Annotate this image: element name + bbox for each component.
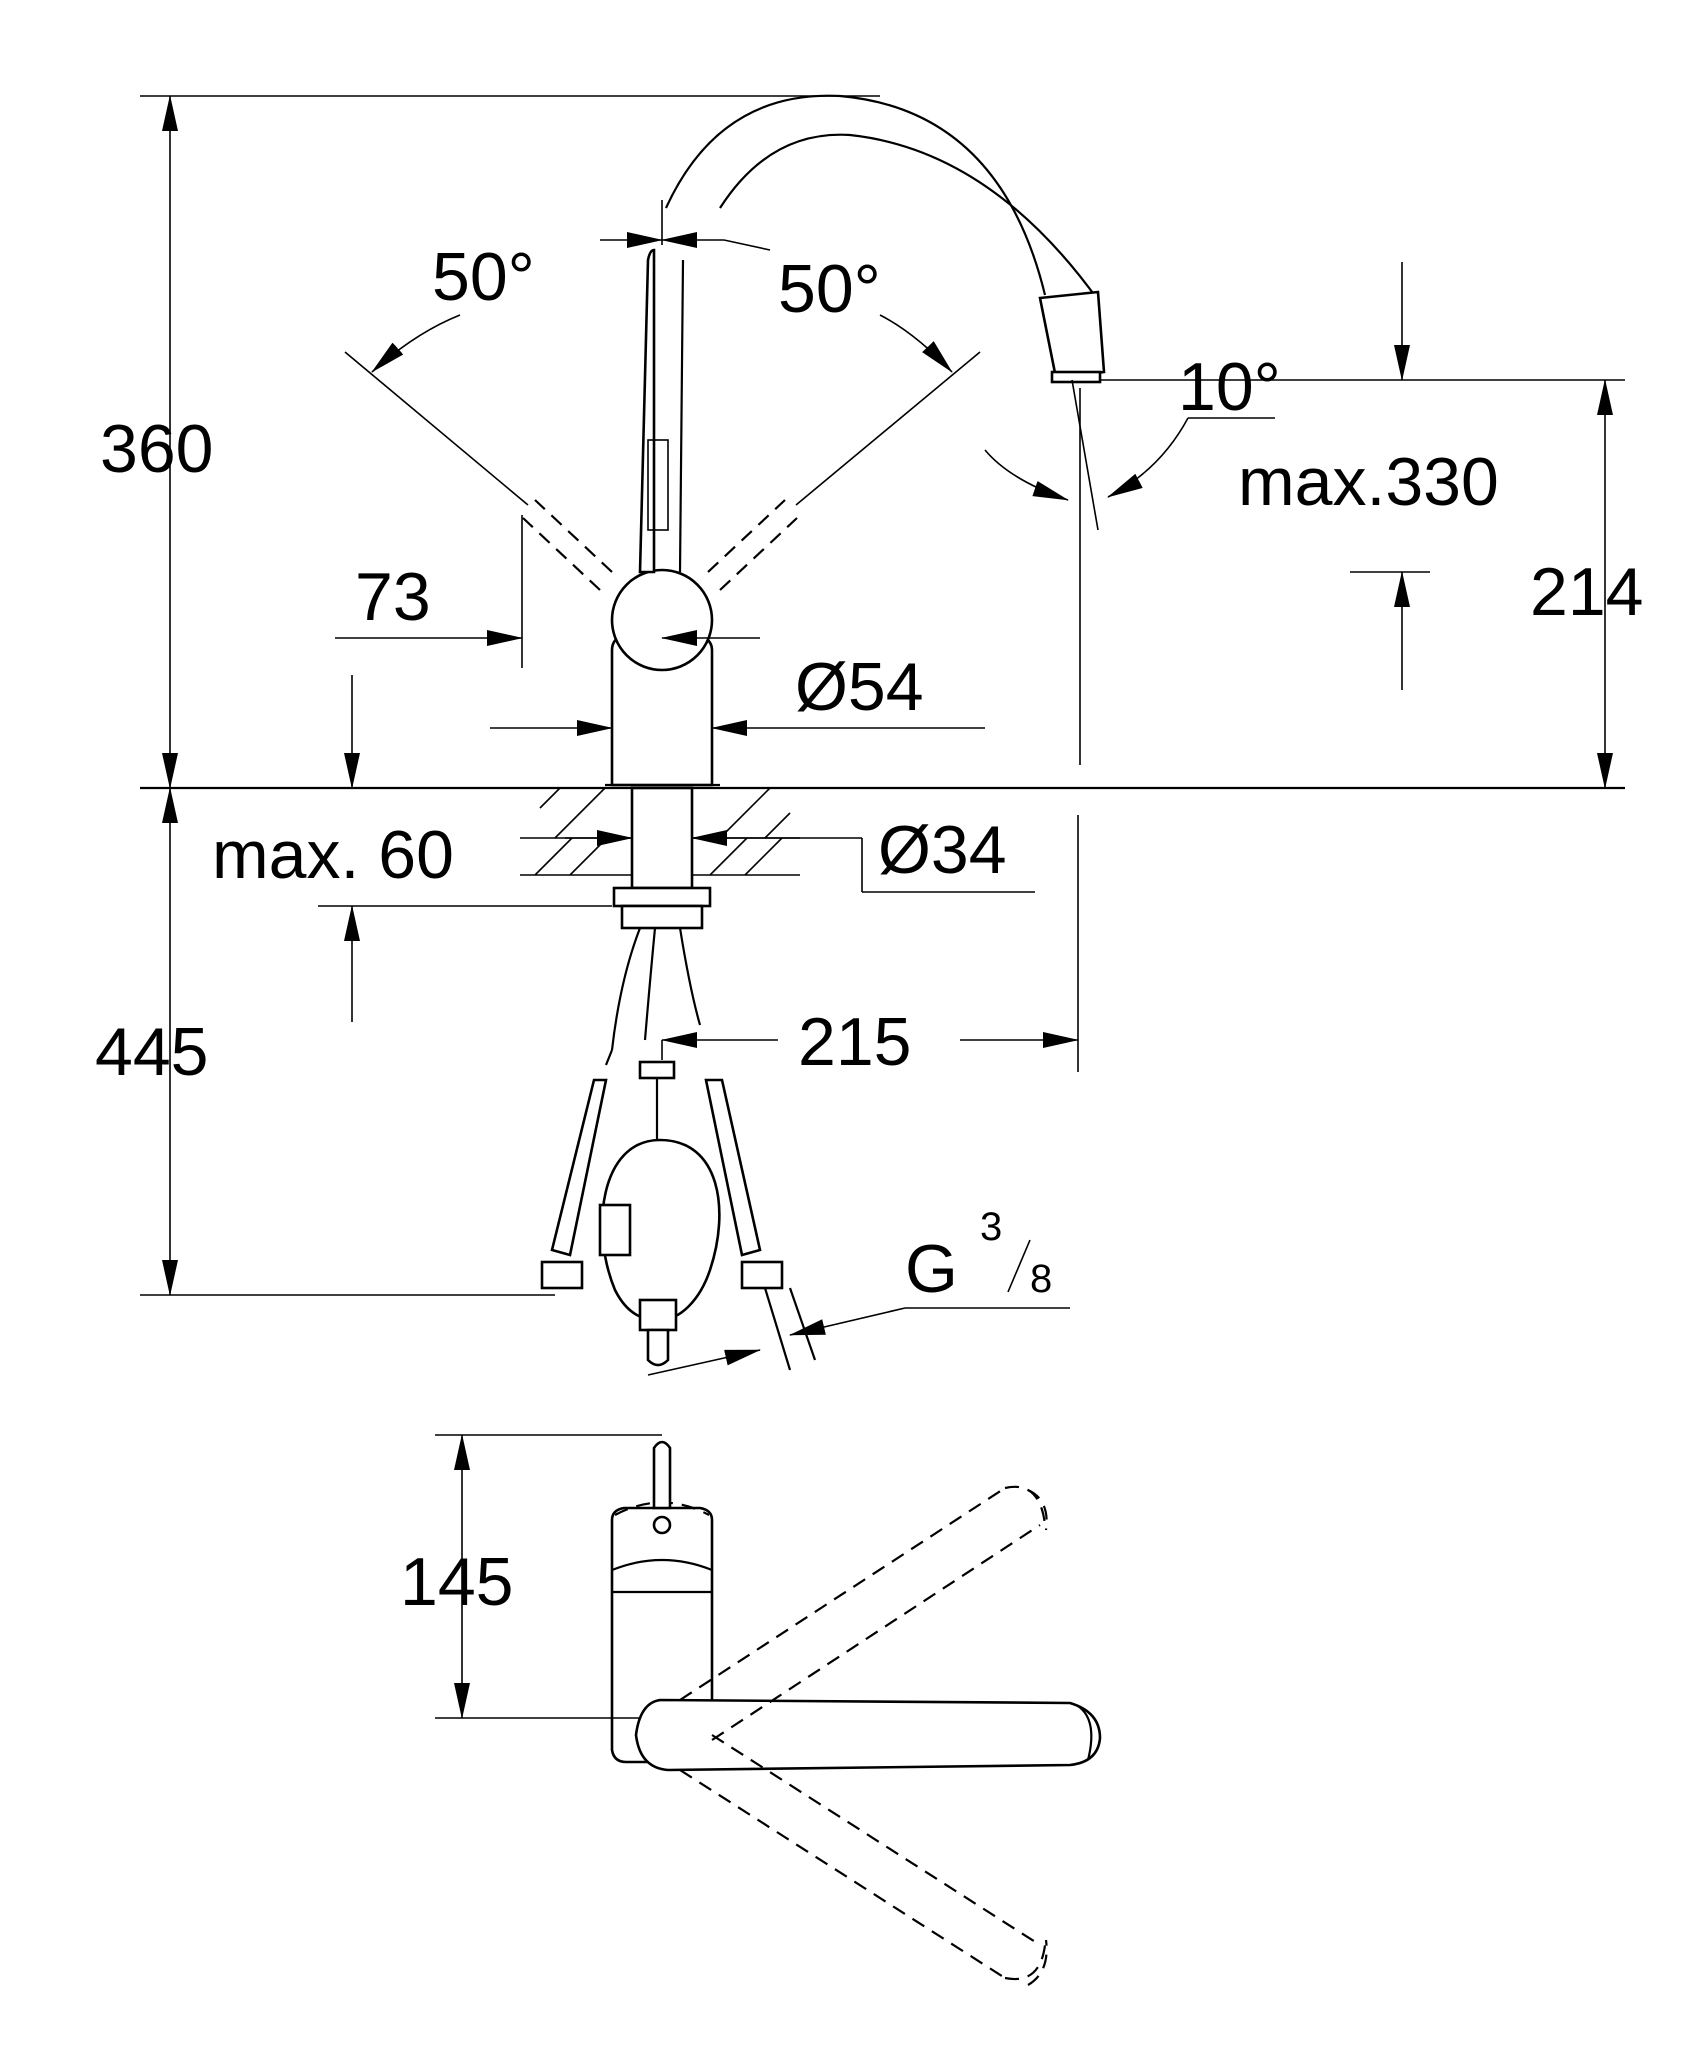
dim-d54 (490, 700, 985, 785)
dim-73 (335, 515, 760, 668)
spout-angle-construction (984, 379, 1275, 765)
dim-145 (435, 1434, 662, 1719)
dim-text-214: 214 (1530, 554, 1643, 630)
faucet-plan-view (610, 1440, 1102, 1986)
angle-construction (344, 200, 981, 506)
dim-g38 (647, 1307, 1070, 1376)
lever-ball (610, 568, 714, 672)
dim-text-angle-right: 50° (778, 251, 881, 327)
dim-text-445: 445 (95, 1014, 208, 1090)
spout (664, 94, 1047, 296)
dim-text-145: 145 (400, 1544, 513, 1620)
spout-aerator (1038, 290, 1106, 380)
dim-text-g38-base: G (905, 1231, 958, 1307)
dim-text-215: 215 (798, 1004, 911, 1080)
dim-text-g38-den: 8 (1030, 1257, 1052, 1301)
lever-swing-right (719, 517, 798, 591)
plan-lever-swing-down (679, 1769, 1006, 1979)
plan-lever (634, 1698, 1102, 1772)
dim-text-360: 360 (100, 411, 213, 487)
dim-text-73: 73 (355, 559, 431, 635)
left-connector (540, 1260, 584, 1290)
hose-lower (550, 1060, 762, 1257)
faucet-elevation (140, 94, 1625, 1371)
dim-text-angle-left: 50° (432, 239, 535, 315)
dim-d34 (565, 830, 1035, 893)
dim-text-g38-num: 3 (980, 1205, 1002, 1249)
dim-text-max330: max.330 (1238, 444, 1499, 520)
hose-upper (610, 927, 642, 1051)
lever (638, 248, 656, 574)
lever-swing-left (522, 517, 601, 591)
dim-text-d34: Ø34 (878, 812, 1007, 888)
dim-214 (1100, 379, 1625, 789)
right-connector (740, 1260, 784, 1290)
dim-360 (140, 95, 880, 789)
shank (630, 786, 694, 890)
plan-lever-swing-up (679, 1487, 1006, 1701)
dim-max60 (318, 675, 612, 1022)
dim-max330 (1350, 262, 1430, 690)
dim-215 (661, 815, 1079, 1072)
dim-445 (140, 787, 555, 1296)
dim-text-d54: Ø54 (795, 649, 924, 725)
dim-text-angle-spout: 10° (1178, 349, 1281, 425)
dim-text-max60: max. 60 (212, 817, 454, 893)
g38-fraction-slash (1007, 1239, 1031, 1293)
